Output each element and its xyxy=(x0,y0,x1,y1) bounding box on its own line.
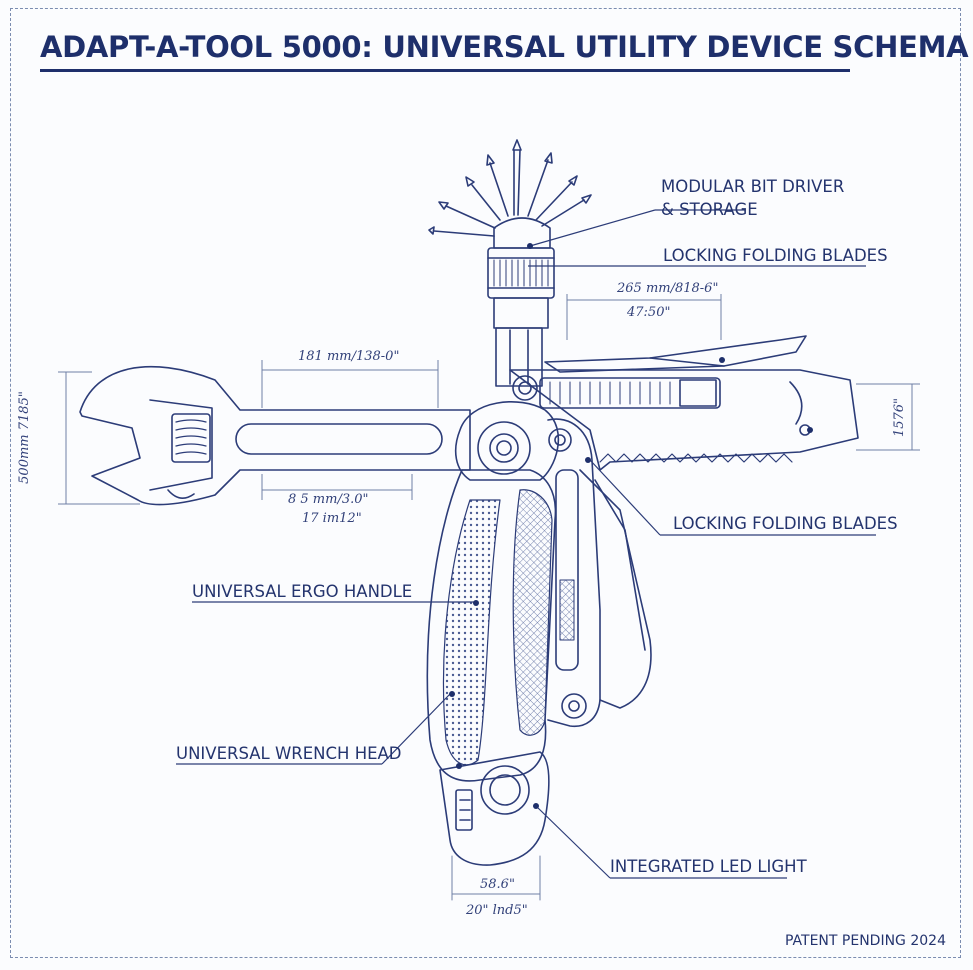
top-saw-blade xyxy=(509,369,859,471)
page-title: ADAPT-A-TOOL 5000: UNIVERSAL UTILITY DEV… xyxy=(40,30,969,64)
dim-base-a: 58.6" xyxy=(480,877,515,892)
callout-bit-driver-line1: MODULAR BIT DRIVER xyxy=(661,177,845,196)
callout-blades-right: LOCKING FOLDING BLADES xyxy=(673,514,898,533)
dim-wrench-top: 181 mm/138-0" xyxy=(298,349,400,364)
led-base xyxy=(439,751,550,901)
dim-right-height: 1576" xyxy=(892,397,908,438)
pivot-hub xyxy=(454,401,560,481)
patent-footer: PATENT PENDING 2024 xyxy=(785,933,946,949)
leader-lines xyxy=(176,209,876,879)
dim-blade-top-b: 47:50" xyxy=(627,305,671,320)
dim-blade-top-a: 265 mm/818-6" xyxy=(617,281,719,296)
callout-led-light: INTEGRATED LED LIGHT xyxy=(610,857,807,876)
title-underline xyxy=(40,69,850,72)
dim-wrench-bottom-b: 17 im12" xyxy=(302,511,362,526)
dim-base-b: 20" lnd5" xyxy=(466,903,528,918)
callout-bit-driver-line2: & STORAGE xyxy=(661,200,758,219)
folding-knife-blade xyxy=(544,335,807,373)
dimension-lines xyxy=(58,294,920,895)
right-handle-stack xyxy=(547,418,652,728)
callout-wrench-head: UNIVERSAL WRENCH HEAD xyxy=(176,744,402,763)
driver-bits xyxy=(428,139,592,237)
ergo-handle xyxy=(426,469,557,782)
blueprint-frame xyxy=(10,8,961,958)
dim-left-height: 500mm 7185" xyxy=(16,391,32,484)
leader-dots xyxy=(449,243,813,809)
callout-ergo-handle: UNIVERSAL ERGO HANDLE xyxy=(192,582,413,601)
adjustable-wrench xyxy=(79,365,471,506)
driver-head xyxy=(487,217,555,387)
dim-wrench-bottom-a: 8 5 mm/3.0" xyxy=(288,492,369,507)
callout-blades-top: LOCKING FOLDING BLADES xyxy=(663,246,888,265)
